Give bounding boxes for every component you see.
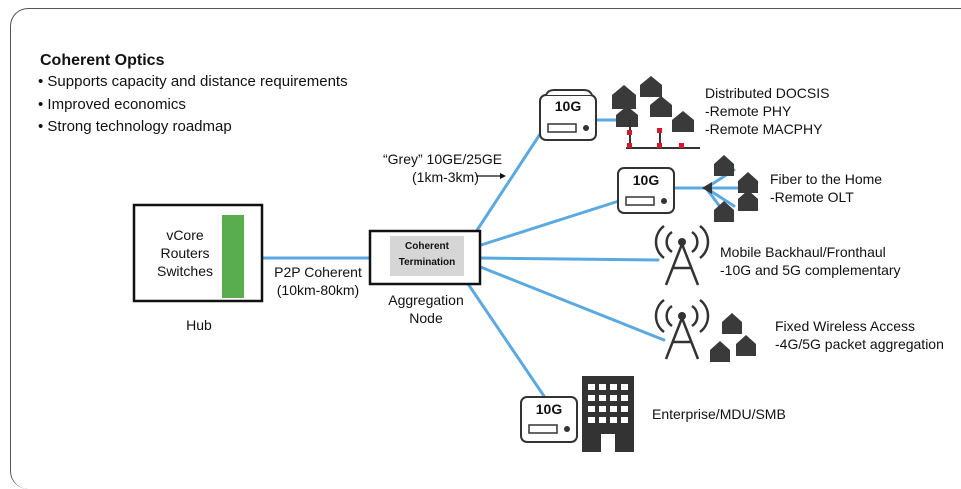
intro-bullet: • Strong technology roadmap [38, 118, 232, 135]
ftth-label: Fiber to the Home [770, 171, 883, 187]
docsis-sub: -Remote MACPHY [705, 121, 823, 137]
fwa-tower-icon [654, 299, 710, 360]
ftth-sub: -Remote OLT [770, 189, 854, 205]
docsis-sub: -Remote PHY [705, 103, 792, 119]
docsis-10g-node [539, 89, 597, 141]
link-fwa [476, 264, 666, 342]
hub-caption: Hub [186, 317, 212, 333]
intro-title: Coherent Optics [40, 52, 165, 69]
grey-link-label: “Grey” 10GE/25GE [383, 151, 503, 167]
enterprise-10g-node [520, 396, 578, 443]
mobile-label: Mobile Backhaul/Fronthaul [720, 244, 886, 260]
intro-bullet: • Improved economics [38, 96, 186, 113]
docsis-node-label: 10G [554, 98, 582, 114]
p2p-label: P2P Coherent [274, 264, 362, 280]
hub-green-bar [222, 215, 244, 298]
link-ftth [476, 198, 624, 248]
fwa-sub: -4G/5G packet aggregation [775, 336, 944, 352]
link-docsis [466, 123, 548, 246]
diagram-frame [10, 8, 961, 489]
grey-link-distance: (1km-3km) [412, 169, 479, 185]
docsis-taps [627, 128, 684, 148]
coherent-termination-box [390, 236, 464, 276]
ftth-10g-node [617, 167, 675, 214]
link-enterprise [458, 270, 550, 404]
ftth-node-label: 10G [632, 172, 660, 188]
hub-line: vCore [166, 227, 204, 243]
docsis-label: Distributed DOCSIS [705, 85, 830, 101]
fwa-houses-icon [710, 313, 756, 362]
splitter-icon [702, 182, 712, 194]
docsis-houses-icon [612, 76, 694, 132]
mobile-sub: -10G and 5G complementary [720, 262, 901, 278]
hub-line: Switches [156, 263, 214, 279]
enterprise-building-icon [582, 376, 634, 452]
fwa-label: Fixed Wireless Access [775, 318, 916, 334]
hub-line: Routers [160, 245, 210, 261]
mobile-tower-icon [654, 225, 710, 286]
intro-bullet: • Supports capacity and distance require… [38, 73, 348, 90]
enterprise-label: Enterprise/MDU/SMB [652, 406, 786, 422]
termination-label: Termination [398, 257, 456, 268]
ftth-houses-icon [714, 155, 758, 222]
aggregation-caption: Node [409, 310, 443, 326]
termination-label: Coherent [405, 241, 449, 252]
aggregation-caption: Aggregation [388, 292, 464, 308]
p2p-distance: (10km-80km) [276, 282, 360, 298]
enterprise-node-label: 10G [535, 401, 563, 417]
link-mobile [478, 256, 660, 262]
